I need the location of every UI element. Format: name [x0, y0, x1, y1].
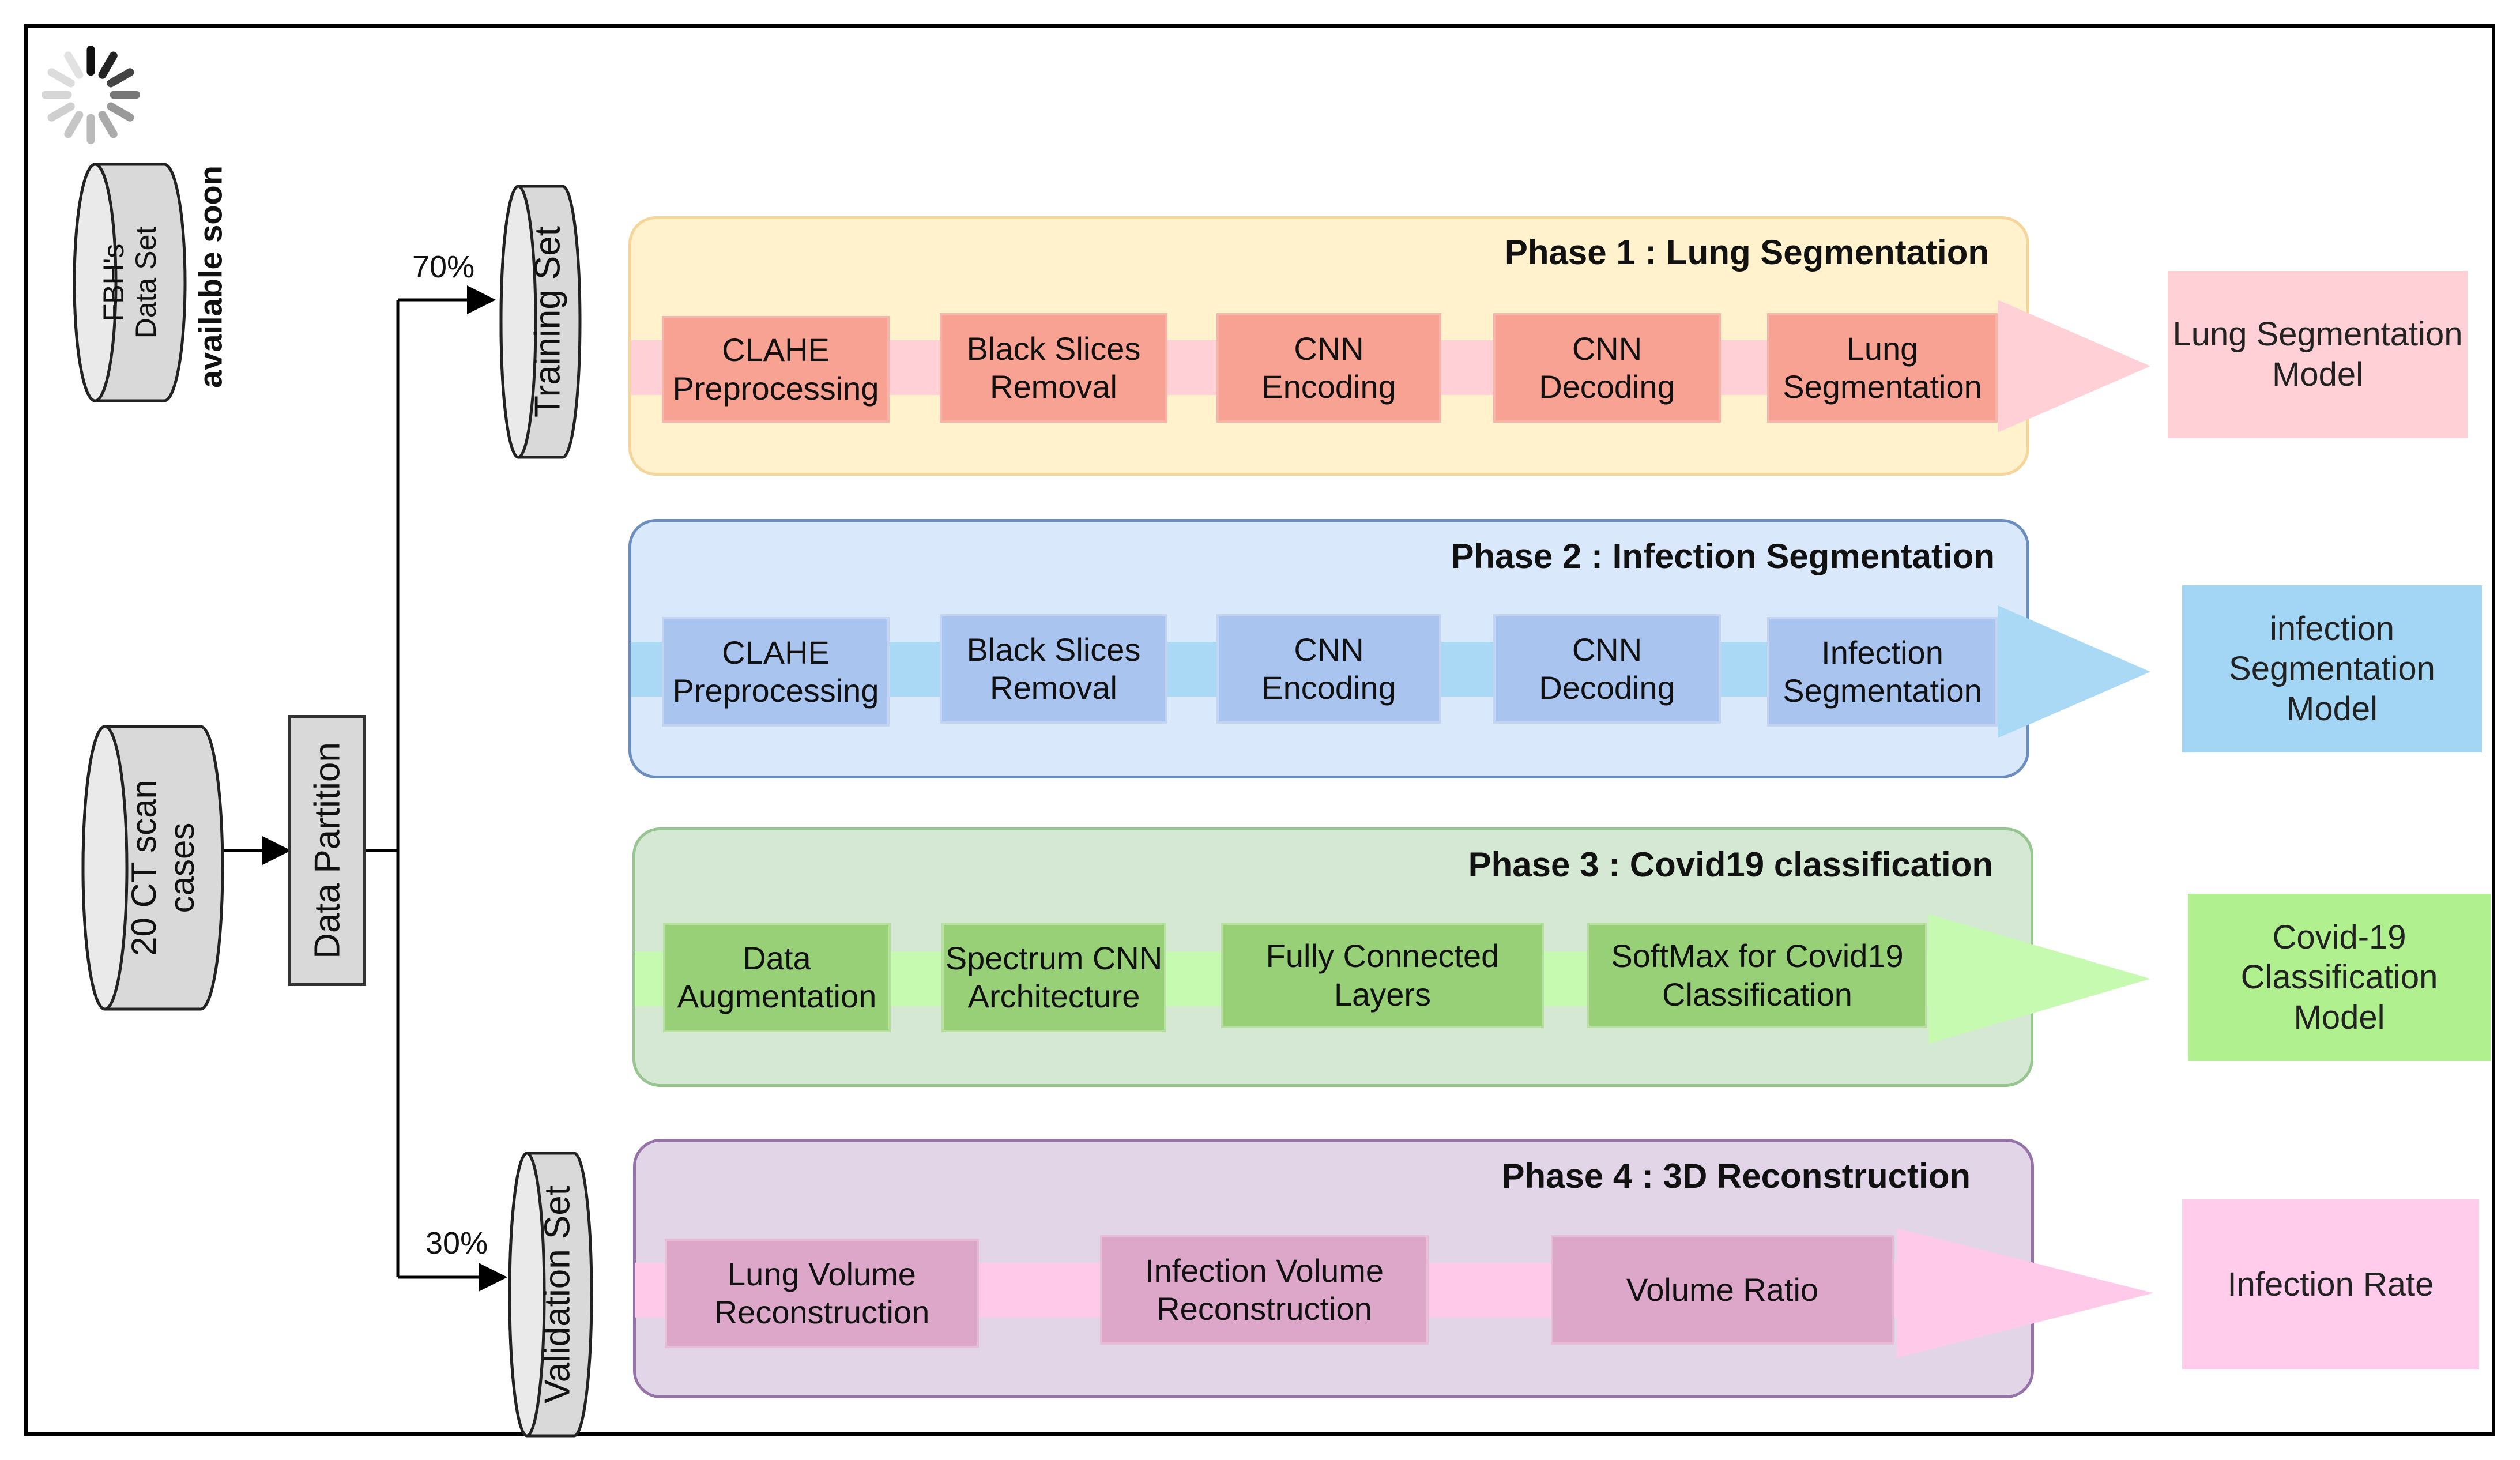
- phase-2-step-5: Infection Segmentation: [1767, 617, 1998, 727]
- phase-1-step-1: CLAHE Preprocessing: [662, 316, 890, 423]
- validation-set-database-icon: Validation Set: [507, 1150, 594, 1439]
- validation-set-label: Validation Set: [537, 1186, 578, 1403]
- phase-2-output: infection Segmentation Model: [2182, 585, 2482, 752]
- phase-3-title: Phase 3 : Covid19 classification: [1468, 845, 1993, 884]
- dataset-name-line2: Data Set: [130, 226, 162, 339]
- phase-3-output: Covid-19 Classification Model: [2188, 894, 2491, 1061]
- phase-3-step-4: SoftMax for Covid19 Classification: [1587, 923, 1927, 1028]
- phase-1-step-4: CNN Decoding: [1493, 313, 1721, 423]
- phase-1-arrow-icon: [1998, 300, 2150, 432]
- phase-4-step-2: Infection Volume Reconstruction: [1100, 1235, 1429, 1345]
- input-line1: 20 CT scan: [125, 780, 163, 956]
- fbh-dataset-database-icon: FBH's Data Set: [72, 161, 187, 404]
- loading-spinner-icon: [42, 46, 140, 144]
- validation-percent: 30%: [425, 1226, 488, 1260]
- ct-scan-input-database-icon: 20 CT scan cases: [81, 724, 225, 1012]
- phase-1-step-3: CNN Encoding: [1216, 313, 1441, 423]
- phase-2-step-3: CNN Encoding: [1216, 614, 1441, 724]
- phase-2-step-2: Black Slices Removal: [940, 614, 1167, 724]
- phase-4-arrow-icon: [1897, 1228, 2153, 1358]
- phase-3-arrow-icon: [1928, 914, 2150, 1044]
- phase-2-step-1: CLAHE Preprocessing: [662, 617, 890, 727]
- phase-4-step-3: Volume Ratio: [1551, 1235, 1894, 1345]
- phase-4-output: Infection Rate: [2182, 1199, 2479, 1369]
- phase-1-step-5: Lung Segmentation: [1767, 313, 1998, 423]
- phase-4-step-1: Lung Volume Reconstruction: [665, 1239, 979, 1348]
- training-set-database-icon: Training Set: [499, 183, 582, 460]
- data-partition-label: Data Partition: [307, 742, 347, 959]
- phase-2-arrow-icon: [1998, 605, 2150, 738]
- phase-4-title: Phase 4 : 3D Reconstruction: [1501, 1157, 1971, 1195]
- training-set-label: Training Set: [528, 226, 567, 417]
- dataset-availability-note: available soon: [192, 165, 229, 388]
- phase-2-step-4: CNN Decoding: [1493, 614, 1721, 724]
- phase-3-step-1: Data Augmentation: [663, 923, 891, 1032]
- dataset-name-line1: FBH's: [97, 243, 130, 322]
- phase-2-title: Phase 2 : Infection Segmentation: [1451, 537, 1995, 575]
- input-line2: cases: [163, 822, 201, 913]
- diagram-frame: [24, 24, 2495, 1436]
- phase-1-title: Phase 1 : Lung Segmentation: [1504, 233, 1989, 272]
- phase-3-step-2: Spectrum CNN Architecture: [941, 923, 1166, 1032]
- phase-1-step-2: Black Slices Removal: [940, 313, 1167, 423]
- phase-1-output: Lung Segmentation Model: [2168, 271, 2468, 438]
- phase-3-step-3: Fully Connected Layers: [1221, 923, 1544, 1028]
- training-percent: 70%: [412, 250, 475, 284]
- data-partition-block: Data Partition: [288, 715, 366, 986]
